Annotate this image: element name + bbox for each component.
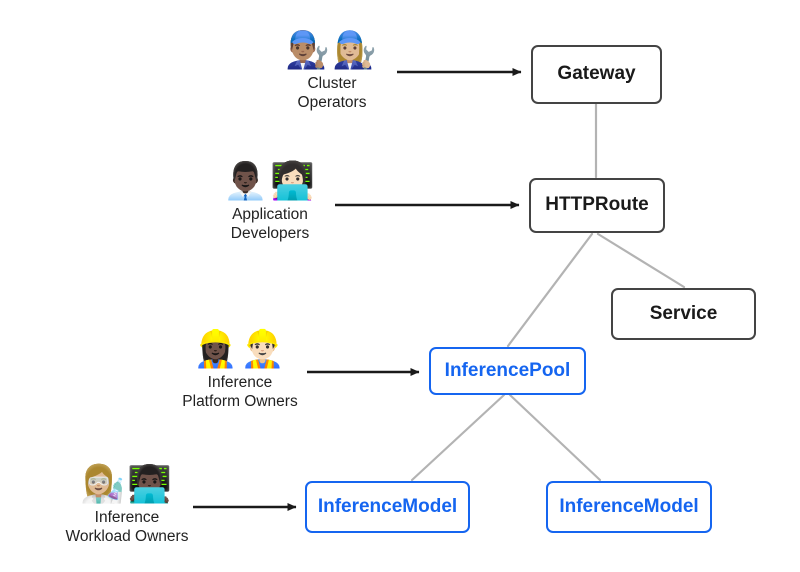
cluster-operators-icon: 👨🏽‍🔧👩🏼‍🔧 (285, 30, 379, 71)
cluster-operators-label-line1: Cluster (307, 75, 357, 92)
inference-workload-owners-label-line2: Workload Owners (65, 528, 189, 545)
inference-platform-owners-label-line1: Inference (207, 374, 273, 391)
application-developers-label-line2: Developers (230, 225, 310, 242)
cluster-operators-label-line2: Operators (297, 94, 367, 111)
inference-workload-owners-icon: 👩🏼‍🔬👨🏿‍💻 (80, 464, 174, 505)
connector-httproute-service (596, 232, 686, 289)
connector-inferencepool-model-right (508, 393, 602, 482)
node-inferencemodel-left[interactable]: InferenceModel (305, 481, 470, 533)
connector-httproute-inferencepool (506, 232, 594, 348)
application-developers-label-line1: Application (232, 206, 308, 223)
node-inferencemodel-right[interactable]: InferenceModel (546, 481, 712, 533)
node-httproute[interactable]: HTTPRoute (529, 178, 665, 233)
node-inferencepool[interactable]: InferencePool (429, 347, 586, 395)
inference-workload-owners-label-line1: Inference (94, 509, 160, 526)
persona-cluster-operators: 👨🏽‍🔧👩🏼‍🔧 Cluster Operators (232, 30, 432, 112)
application-developers-icon: 👨🏿‍💼👩🏻‍💻 (223, 161, 317, 202)
node-service[interactable]: Service (611, 288, 756, 340)
node-gateway[interactable]: Gateway (531, 45, 662, 104)
inference-platform-owners-label-line2: Platform Owners (182, 393, 298, 410)
persona-inference-platform-owners: 👷🏿‍♀️👷🏻‍♂️ Inference Platform Owners (140, 329, 340, 411)
connector-inferencepool-model-left (410, 393, 506, 482)
persona-application-developers: 👨🏿‍💼👩🏻‍💻 Application Developers (170, 161, 370, 243)
inference-platform-owners-icon: 👷🏿‍♀️👷🏻‍♂️ (193, 329, 287, 370)
persona-inference-workload-owners: 👩🏼‍🔬👨🏿‍💻 Inference Workload Owners (27, 464, 227, 546)
